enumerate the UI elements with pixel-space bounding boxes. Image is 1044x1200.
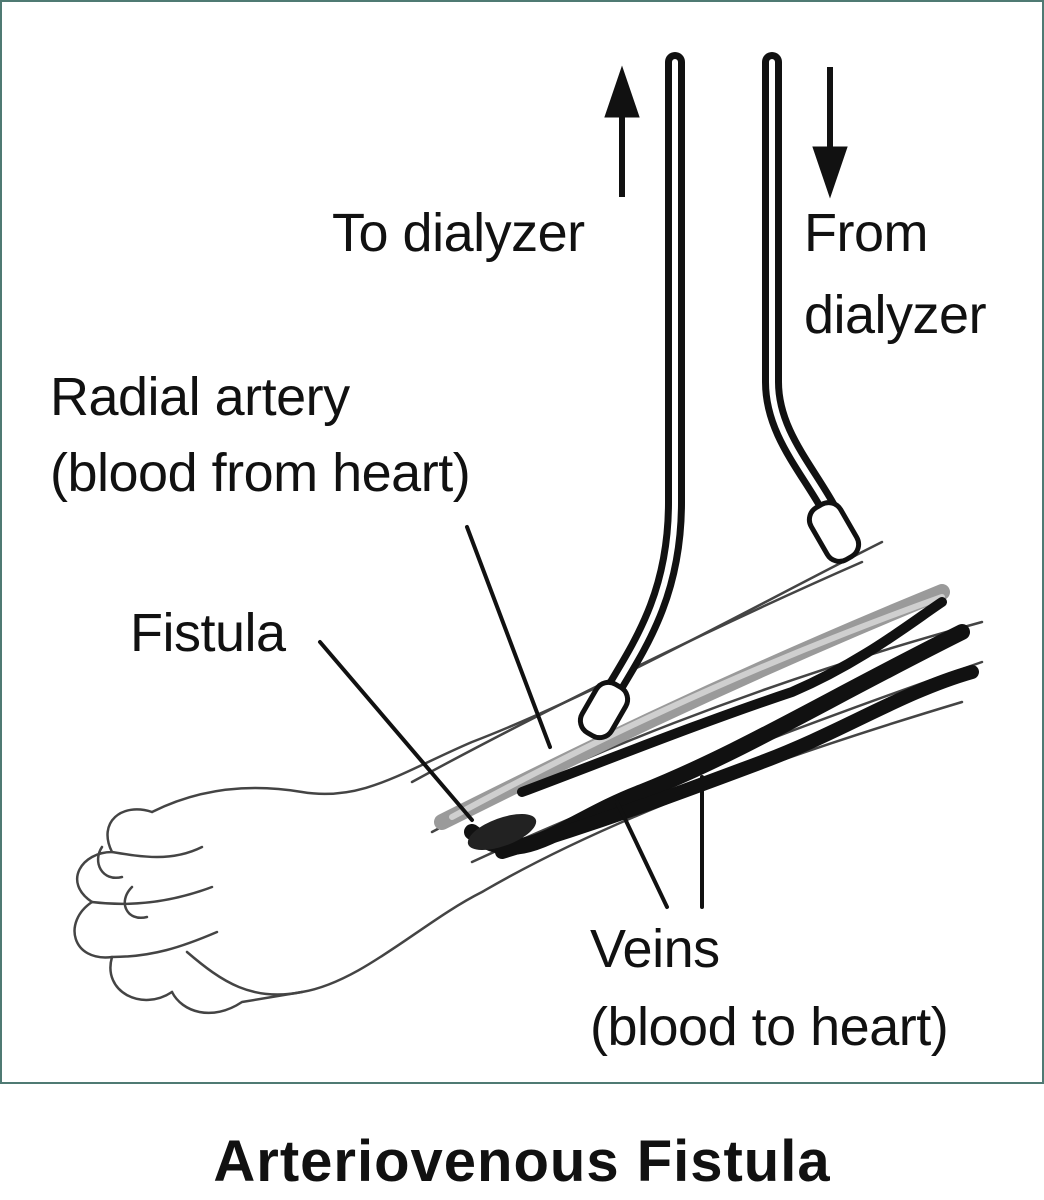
leader-veins-a [615, 800, 669, 909]
arrow-down-icon [812, 67, 848, 199]
label-to-dialyzer: To dialyzer [332, 203, 585, 263]
diagram-frame: To dialyzer From dialyzer Radial artery … [0, 0, 1044, 1084]
figure-caption: Arteriovenous Fistula [213, 1129, 831, 1194]
label-veins-line1: Veins [590, 919, 720, 979]
label-from-dialyzer-line1: From [804, 203, 928, 263]
leader-fistula [318, 640, 474, 822]
radial-artery [434, 584, 950, 830]
needle-arterial [577, 679, 631, 741]
needle-venous [806, 500, 862, 564]
dialysis-tubes [602, 52, 852, 702]
hand-outline [73, 808, 304, 1015]
veins [464, 597, 979, 859]
fistula-junction [467, 813, 537, 851]
label-radial-artery-line1: Radial artery [50, 367, 350, 427]
arrow-up-icon [604, 65, 640, 197]
label-fistula: Fistula [130, 603, 286, 663]
needles [577, 500, 862, 741]
label-veins-line2: (blood to heart) [590, 997, 949, 1057]
leader-radial-artery [465, 525, 552, 749]
leader-lines [318, 525, 704, 909]
fistula-illustration [73, 52, 984, 1015]
label-from-dialyzer-line2: dialyzer [804, 285, 987, 345]
label-radial-artery-line2: (blood from heart) [50, 443, 471, 503]
